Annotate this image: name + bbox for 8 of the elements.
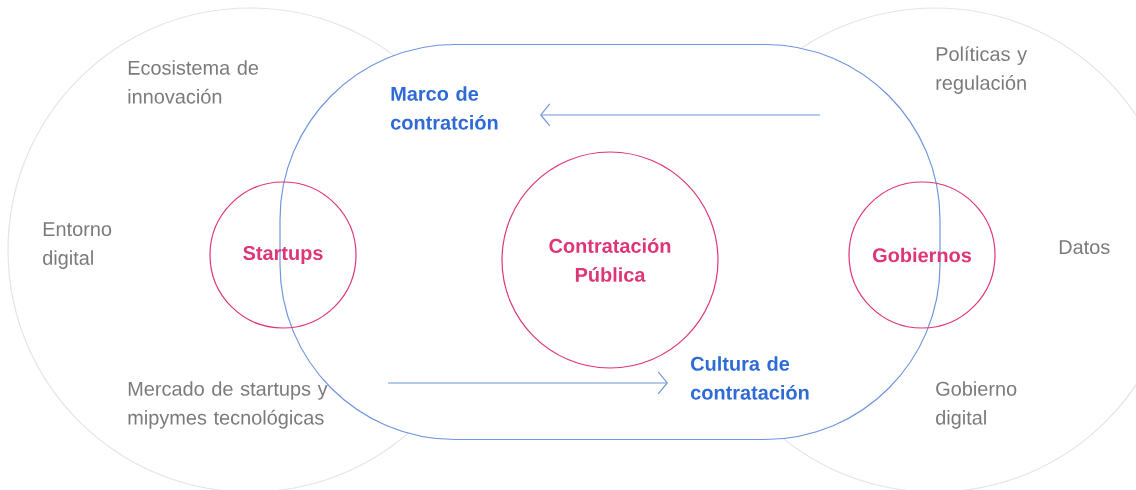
circle-label: Entorno digital xyxy=(43,222,112,269)
circle-label: Ecosistema de innovación xyxy=(128,60,259,104)
flow-label: Cultura de contratación xyxy=(691,356,809,400)
circle-label: Datos xyxy=(1059,240,1110,255)
flow-label: Marco de contratción xyxy=(391,86,498,130)
circle-label: Políticas y regulación xyxy=(936,46,1028,94)
circle-label: Mercado de startups y mipymes tecnológicas xyxy=(128,381,328,429)
circle-label: Gobierno digital xyxy=(936,381,1017,429)
